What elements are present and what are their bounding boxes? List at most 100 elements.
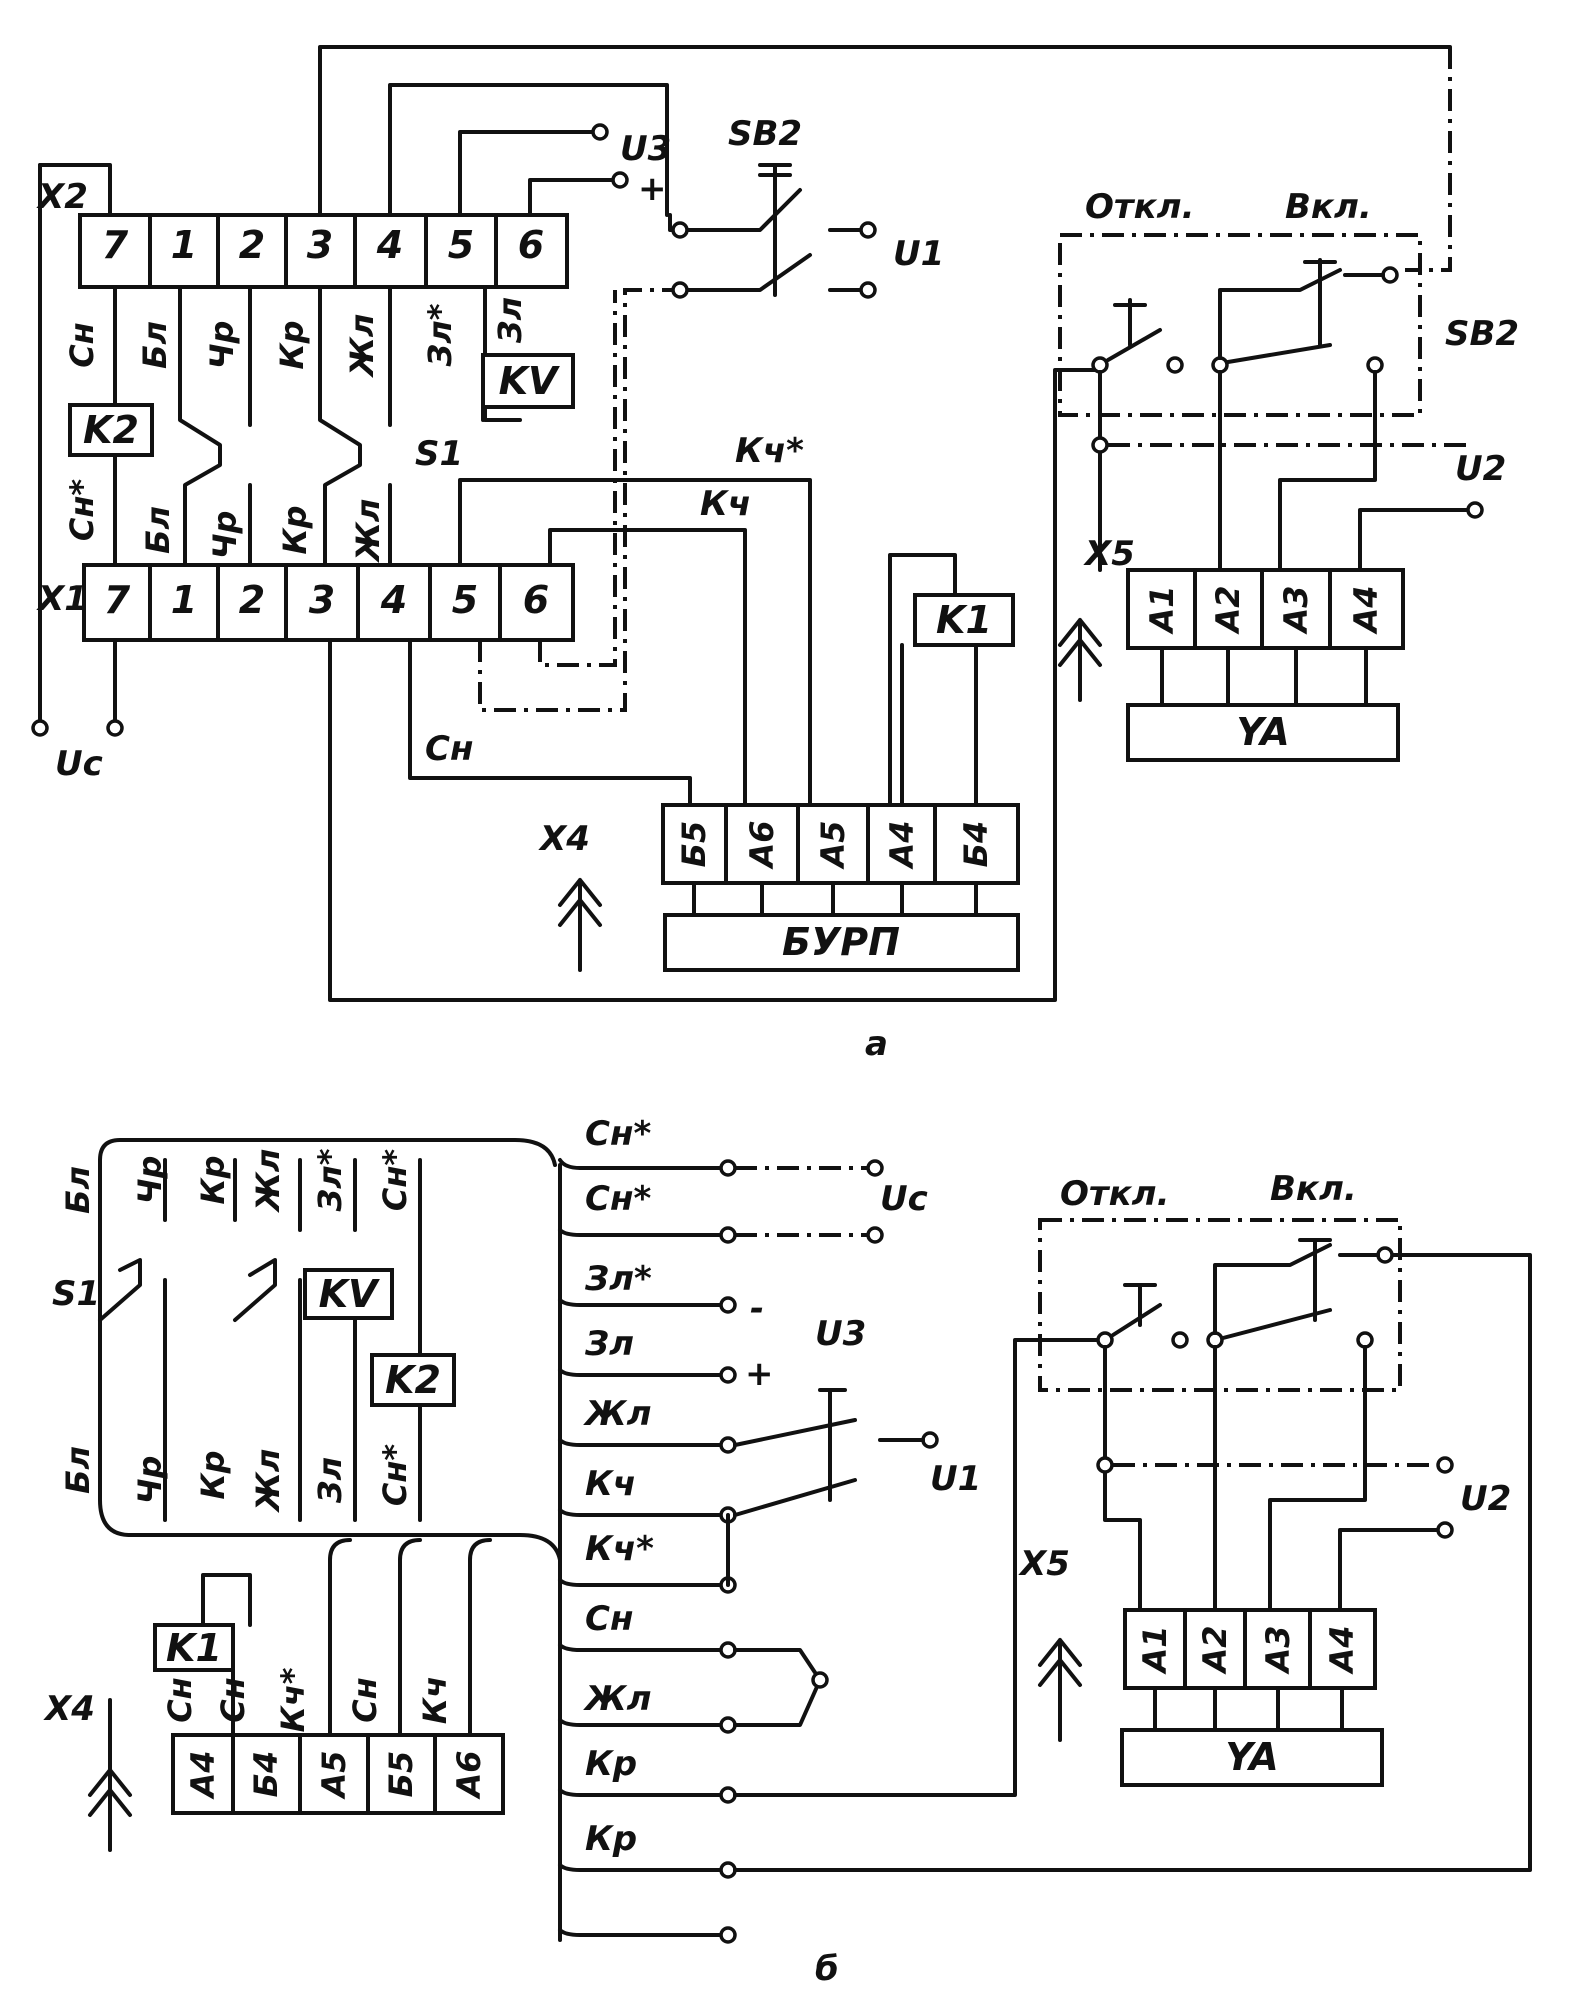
x4-label: X4 — [538, 819, 590, 859]
wire-label: Бл — [139, 506, 177, 554]
x1-label: X1 — [36, 579, 88, 619]
x5-pin: А3 — [1277, 585, 1315, 635]
harness-top-label: Кр — [194, 1155, 232, 1204]
fanout-label: Жл — [583, 1679, 652, 1719]
connector-x1: X1 7 1 2 3 4 5 6 — [36, 563, 575, 642]
harness-bottom-label: Сн* — [376, 1444, 414, 1507]
harness-top-label: Зл* — [311, 1148, 349, 1212]
wire-label: Бл — [136, 321, 174, 369]
x5-pin-b: А1 — [1136, 1625, 1174, 1675]
u3-label-b: U3 — [815, 1314, 866, 1354]
harness-bottom-label: Жл — [249, 1449, 287, 1514]
x4-wire-b: Сн — [346, 1677, 384, 1723]
x4-pin-b: А5 — [315, 1750, 353, 1800]
fanout-label: Кч* — [585, 1529, 654, 1569]
x2-pin: 6 — [518, 223, 544, 267]
x1-pin: 7 — [104, 578, 131, 622]
uc-label-b: Uc — [880, 1179, 928, 1219]
harness-top-label: Жл — [249, 1149, 287, 1214]
wire-label: Жл — [343, 314, 381, 379]
u3-label: U3 — [620, 129, 671, 169]
x4-pin: А5 — [814, 820, 852, 870]
svg-text:K2: K2 — [83, 408, 139, 452]
connector-x4-a: X4 Б5 А6 А5 А4 Б4 БУРП — [538, 803, 1020, 972]
x5-pin: А1 — [1143, 585, 1181, 635]
switch-s1-label-b: S1 — [52, 1274, 100, 1314]
x5-label-b: X5 — [1018, 1544, 1070, 1584]
fanout-label: Сн* — [585, 1179, 651, 1219]
harness-top-label: Чр — [131, 1156, 169, 1205]
x4-pin-b: Б4 — [247, 1751, 285, 1798]
diagram-b: Бл Чр Кр Жл Зл* Сн* Бл Чр Кр Жл Зл Сн* S… — [43, 1114, 1532, 1989]
diagram-a: X2 7 1 2 3 4 5 6 X1 7 1 2 3 4 5 6 — [31, 45, 1519, 1064]
x4-label-b: X4 — [43, 1689, 95, 1729]
off-label: Откл. — [1085, 187, 1195, 227]
x4-pin: А6 — [743, 820, 781, 870]
harness-bottom-label: Зл — [311, 1457, 349, 1504]
fanout-label: Зл* — [584, 1259, 652, 1299]
x5-pin: А2 — [1209, 585, 1247, 635]
x4-pin-b: А6 — [450, 1750, 488, 1800]
svg-text:K1: K1 — [166, 1626, 222, 1670]
x4-pin-b: Б5 — [382, 1751, 420, 1798]
uc-label: Uc — [55, 744, 103, 784]
on-label-b: Вкл. — [1270, 1169, 1357, 1209]
wire-label-kch-star: Кч* — [735, 431, 804, 471]
u2-label-b: U2 — [1460, 1479, 1511, 1519]
harness-top-label: Сн* — [376, 1149, 414, 1212]
x1-pin: 3 — [309, 578, 335, 622]
x4-pin: А4 — [883, 820, 921, 870]
plus-label-b: + — [745, 1354, 774, 1394]
x2-pin: 3 — [307, 223, 333, 267]
fanout-wires: Сн* Сн* Зл* Зл Жл Кч Кч* Сн Жл Кр Кр — [558, 1114, 1532, 1944]
relay-kv-b: KV — [303, 1268, 394, 1320]
x1-pin: 2 — [239, 578, 265, 622]
plus-label: + — [638, 169, 667, 209]
x4-wire-b: Сн — [161, 1677, 199, 1723]
harness-bottom-label: Кр — [194, 1450, 232, 1499]
x4-pin: Б5 — [675, 821, 713, 868]
wire-label: Кр — [276, 505, 314, 554]
relay-k2-b: K2 — [370, 1353, 456, 1407]
connector-x5-a: X5 А1 А2 А3 А4 YA — [1058, 534, 1405, 762]
x4-pin: Б4 — [957, 821, 995, 868]
svg-text:KV: KV — [499, 359, 560, 403]
x1-pin: 4 — [380, 578, 407, 622]
u2-label: U2 — [1455, 449, 1506, 489]
fanout-label: Кч — [585, 1464, 636, 1504]
burp-unit: БУРП — [782, 920, 900, 964]
svg-text:K1: K1 — [936, 598, 992, 642]
wire-label: Чр — [206, 511, 244, 560]
x5-pin-b: А4 — [1323, 1625, 1361, 1675]
connector-x2: X2 7 1 2 3 4 5 6 — [36, 177, 569, 289]
fanout-label: Жл — [583, 1394, 652, 1434]
sb2-b: Откл. Вкл. U2 — [1038, 1169, 1511, 1612]
button-sb2-a: U3 + SB2 U1 — [591, 114, 944, 299]
sb2-label: SB2 — [728, 114, 802, 154]
wire-labels-a: Сн Бл Чр Кр Жл Зл* Зл Сн* Бл Чр Кр Жл Кч… — [63, 297, 804, 769]
svg-text:K2: K2 — [385, 1358, 441, 1402]
x2-label: X2 — [36, 177, 88, 217]
sb2-right-a: Откл. Вкл. SB2 U2 — [1058, 187, 1519, 572]
relay-kv: KV — [481, 353, 575, 422]
ya-unit-b: YA — [1225, 1735, 1278, 1779]
wire-label: Кр — [273, 320, 311, 369]
x4-wire-b: Кч — [416, 1676, 454, 1724]
u1-label-b: U1 — [930, 1459, 981, 1499]
harness-top-label: Бл — [59, 1166, 97, 1214]
wire-label: Чр — [203, 321, 241, 370]
harness-bottom-label: Чр — [131, 1456, 169, 1505]
x1-pin: 5 — [452, 578, 478, 622]
fanout-label: Зл — [584, 1324, 634, 1364]
connector-x4-b: X4 А4 Б4 А5 Б5 А6 Сн Сн Кч* Сн Кч — [43, 1573, 505, 1852]
ya-unit: YA — [1236, 710, 1289, 754]
wire-label: Зл* — [421, 303, 459, 367]
x2-pin: 5 — [448, 223, 474, 267]
wire-label-sn: Сн — [425, 729, 473, 769]
caption-a: а — [865, 1024, 888, 1064]
relay-k1-b: K1 — [153, 1623, 235, 1672]
x2-pin: 2 — [239, 223, 265, 267]
wire-label: Сн — [63, 322, 101, 368]
svg-text:KV: KV — [319, 1272, 380, 1316]
